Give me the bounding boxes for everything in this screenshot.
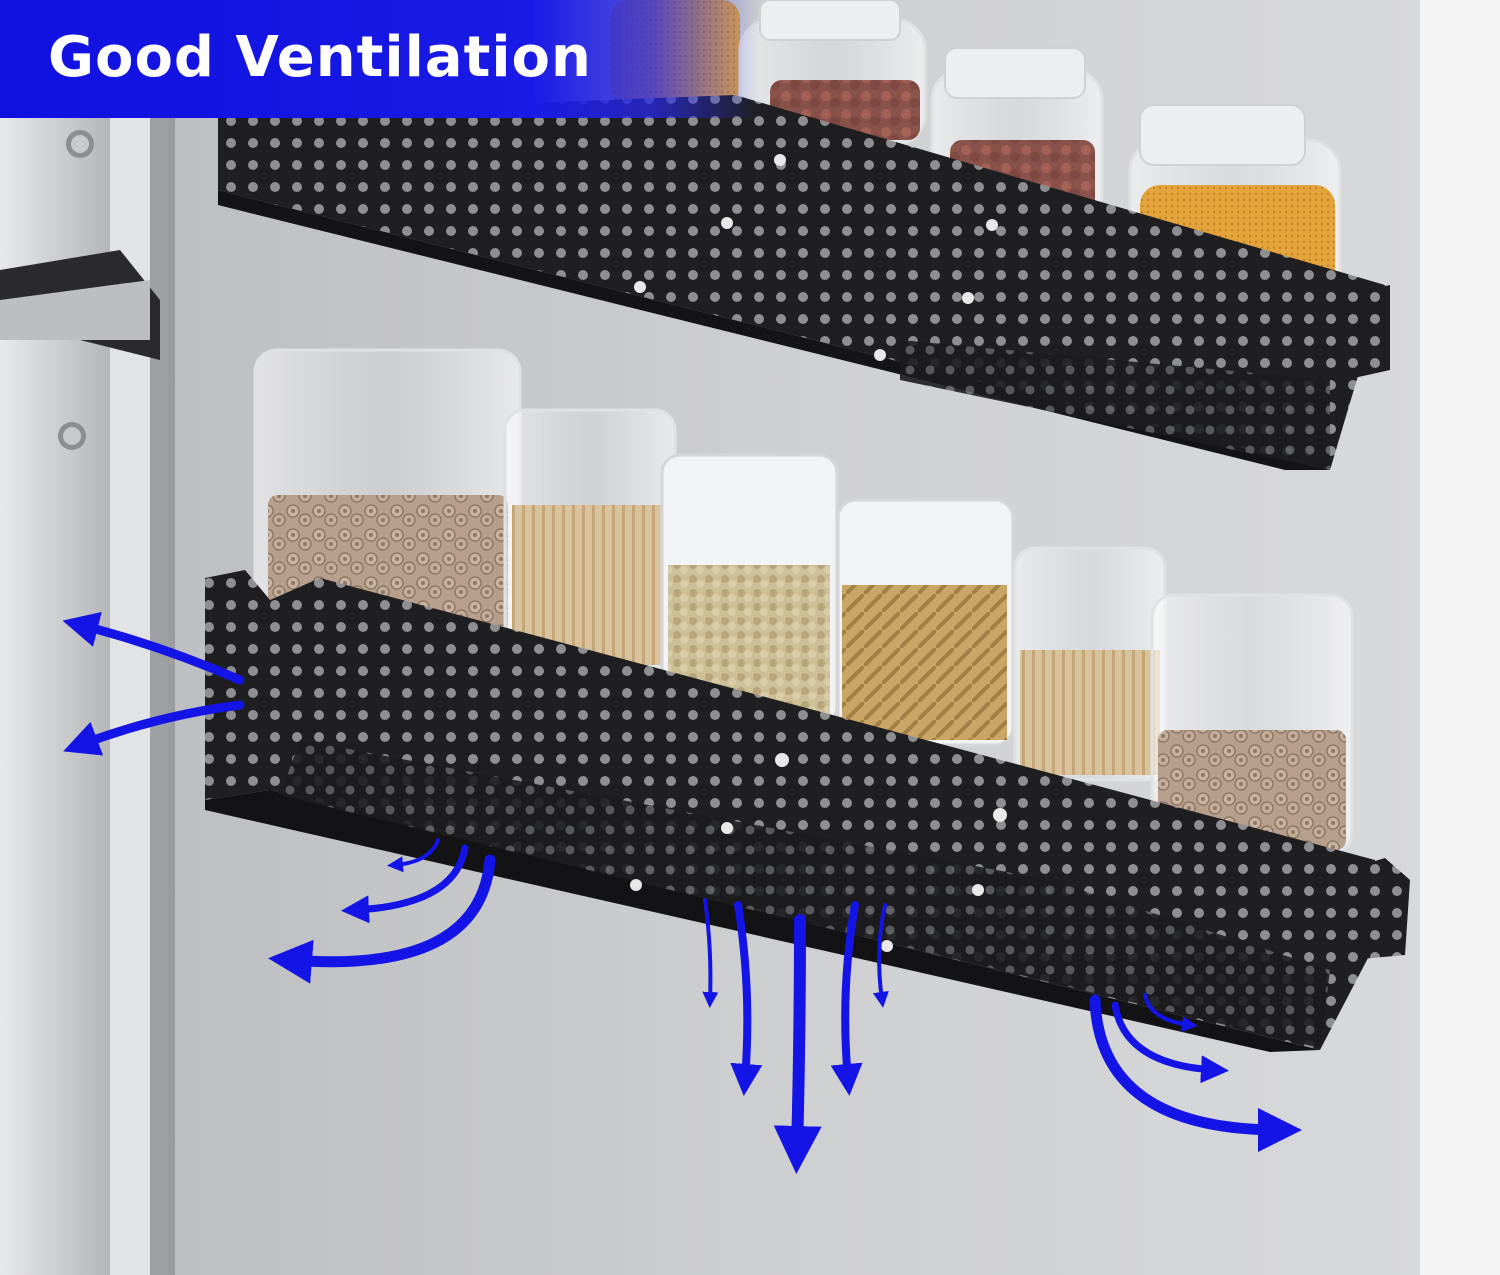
arrow-icon [63,700,245,756]
fridge-door-edge [0,100,175,1275]
arrow-icon [872,903,889,1008]
arrow-icon [1111,1001,1229,1084]
arrow-icon [830,901,863,1096]
arrow-icon [773,914,822,1174]
banner-title: Good Ventilation [48,25,592,90]
arrow-icon [268,854,496,984]
arrow-icon [387,838,440,873]
fridge-right-edge [1420,0,1500,1275]
arrow-icon [341,844,469,924]
top-shelf-rack [218,95,1390,470]
arrow-icon [1143,993,1198,1032]
arrow-icon [62,611,245,685]
arrow-icon [730,901,763,1096]
bottom-shelf-rack [205,570,1410,1052]
arrow-icon [702,898,719,1008]
airflow-arrows [62,611,1302,1174]
arrow-icon [1089,994,1302,1152]
title-banner: Good Ventilation [0,0,760,118]
